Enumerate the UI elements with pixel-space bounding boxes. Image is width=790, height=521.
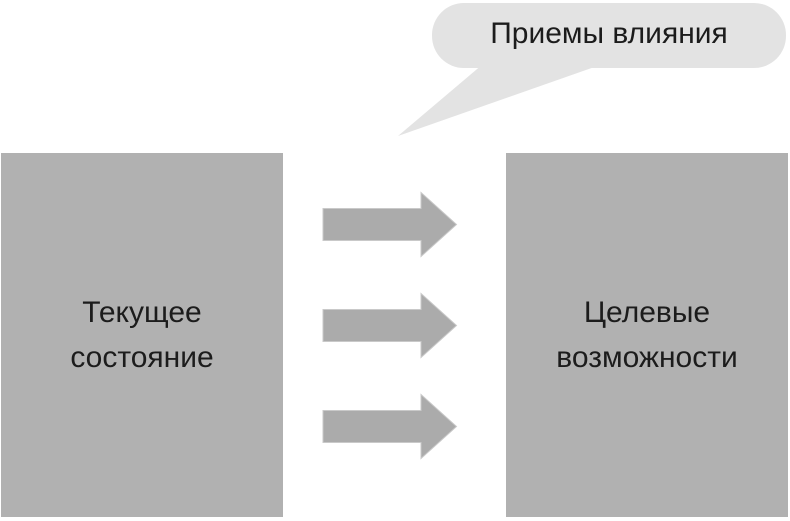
speech-bubble-shape bbox=[398, 3, 786, 136]
callout-label: Приемы влияния bbox=[490, 17, 728, 50]
current-state-label-line2: состояние bbox=[70, 341, 214, 374]
arrow-right-icon bbox=[322, 191, 458, 258]
target-opportunities-label-line1: Целевые bbox=[583, 296, 711, 329]
current-state-label-line1: Текущее bbox=[82, 296, 202, 329]
speech-bubble-tail bbox=[398, 64, 603, 136]
arrow-right-icon bbox=[322, 393, 458, 460]
current-state-box: Текущее состояние bbox=[1, 153, 283, 517]
arrow-right-shape bbox=[322, 292, 458, 359]
target-opportunities-box: Целевые возможности bbox=[506, 153, 788, 517]
arrow-right-shape bbox=[322, 191, 458, 258]
arrow-right-icon bbox=[322, 292, 458, 359]
target-opportunities-label-line2: возможности bbox=[556, 341, 738, 374]
speech-bubble-body bbox=[432, 3, 786, 68]
arrow-right-shape bbox=[322, 393, 458, 460]
